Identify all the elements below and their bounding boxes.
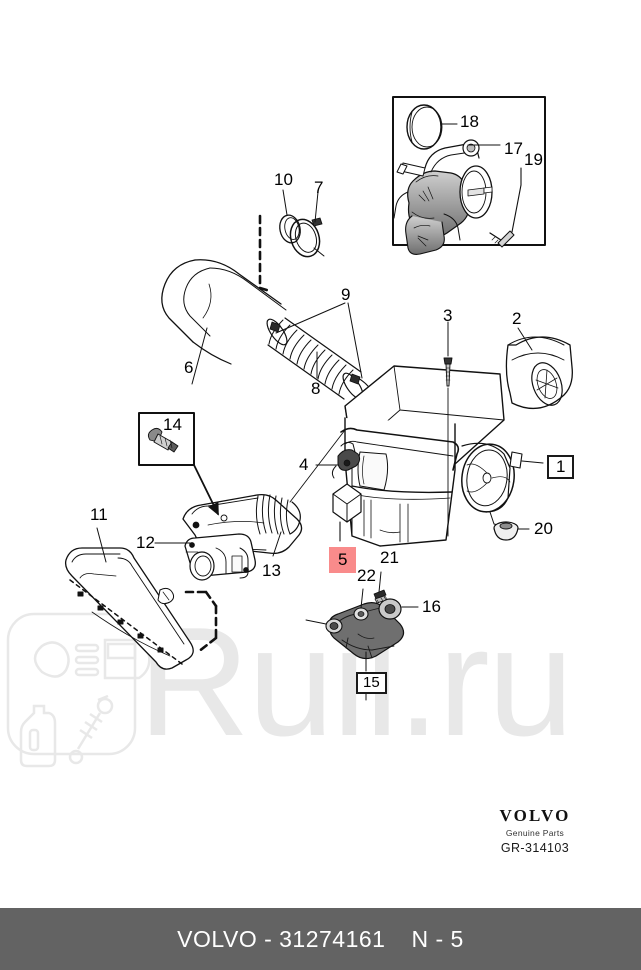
screw-19	[489, 230, 515, 248]
bellows-clamps-9	[269, 321, 361, 385]
callout-10: 10	[274, 170, 293, 189]
callout-7: 7	[314, 178, 324, 197]
callout-19: 19	[524, 150, 543, 169]
callout-14: 14	[163, 415, 182, 434]
intake-hose-6	[161, 259, 287, 365]
o-ring-10	[279, 214, 301, 244]
grommet-20	[493, 521, 519, 541]
oil-bottle-icon	[19, 704, 57, 768]
bolt-21	[373, 589, 388, 604]
callout-6: 6	[184, 358, 194, 377]
callout-13: 13	[262, 561, 281, 580]
callout-15: 15	[356, 672, 387, 694]
callout-21: 21	[380, 548, 399, 567]
clip-14	[147, 427, 179, 453]
callout-1: 1	[547, 455, 575, 479]
callout-20: 20	[534, 519, 553, 538]
callout-9-leaders	[275, 302, 363, 379]
callout-22: 22	[357, 566, 376, 585]
footer-bar: VOLVO - 31274161 N - 5	[0, 908, 641, 970]
throttle-body-inset	[392, 96, 546, 255]
callout-3: 3	[443, 306, 453, 325]
genuine-parts-tagline: Genuine Parts	[505, 828, 565, 838]
inset-leader-lines	[440, 123, 522, 233]
duct-connector-12	[184, 533, 256, 581]
gasket-ring-18	[406, 104, 443, 150]
headlight-icon	[33, 641, 70, 678]
resonator-5	[332, 483, 362, 523]
maf-sensor-4	[331, 441, 361, 479]
bellows-hose-8	[266, 317, 373, 400]
callout-9: 9	[341, 285, 351, 304]
footer-section-code: N - 5	[411, 925, 464, 952]
air-filter-element-2	[505, 336, 573, 410]
callout-8: 8	[311, 379, 321, 398]
washer-22	[353, 607, 369, 621]
callout-16: 16	[422, 597, 441, 616]
callout-4: 4	[299, 455, 309, 474]
volvo-wordmark: VOLVO	[499, 806, 571, 825]
callout-18: 18	[460, 112, 479, 131]
callout-2: 2	[512, 309, 522, 328]
callout-15-label: 15	[356, 672, 387, 694]
throttle-body-part-17	[393, 139, 493, 255]
air-cleaner-housing-1	[340, 365, 523, 547]
drawing-number: GR-314103	[500, 841, 570, 855]
air-inlet-scoop-11	[64, 547, 194, 670]
scoop-to-connector-dashed	[184, 590, 218, 654]
footer-part-number: VOLVO - 31274161	[177, 925, 386, 952]
clip-detail-box-14	[138, 412, 195, 466]
bolt-3	[443, 357, 453, 387]
hose-clamp-7	[289, 217, 325, 258]
shock-absorber-icon	[68, 694, 114, 765]
dashed-connector	[258, 214, 272, 293]
volvo-brand-block: VOLVO Genuine Parts GR-314103	[470, 806, 600, 855]
watermark-logo-icon	[6, 612, 151, 768]
callout-17: 17	[504, 139, 523, 158]
callout-1-label: 1	[547, 455, 575, 479]
footer-caption: VOLVO - 31274161 N - 5	[177, 926, 464, 953]
mount-bracket-15	[325, 598, 405, 660]
callout-11: 11	[90, 505, 108, 524]
callout-12: 12	[136, 533, 155, 552]
callout-5: 5	[329, 547, 357, 573]
